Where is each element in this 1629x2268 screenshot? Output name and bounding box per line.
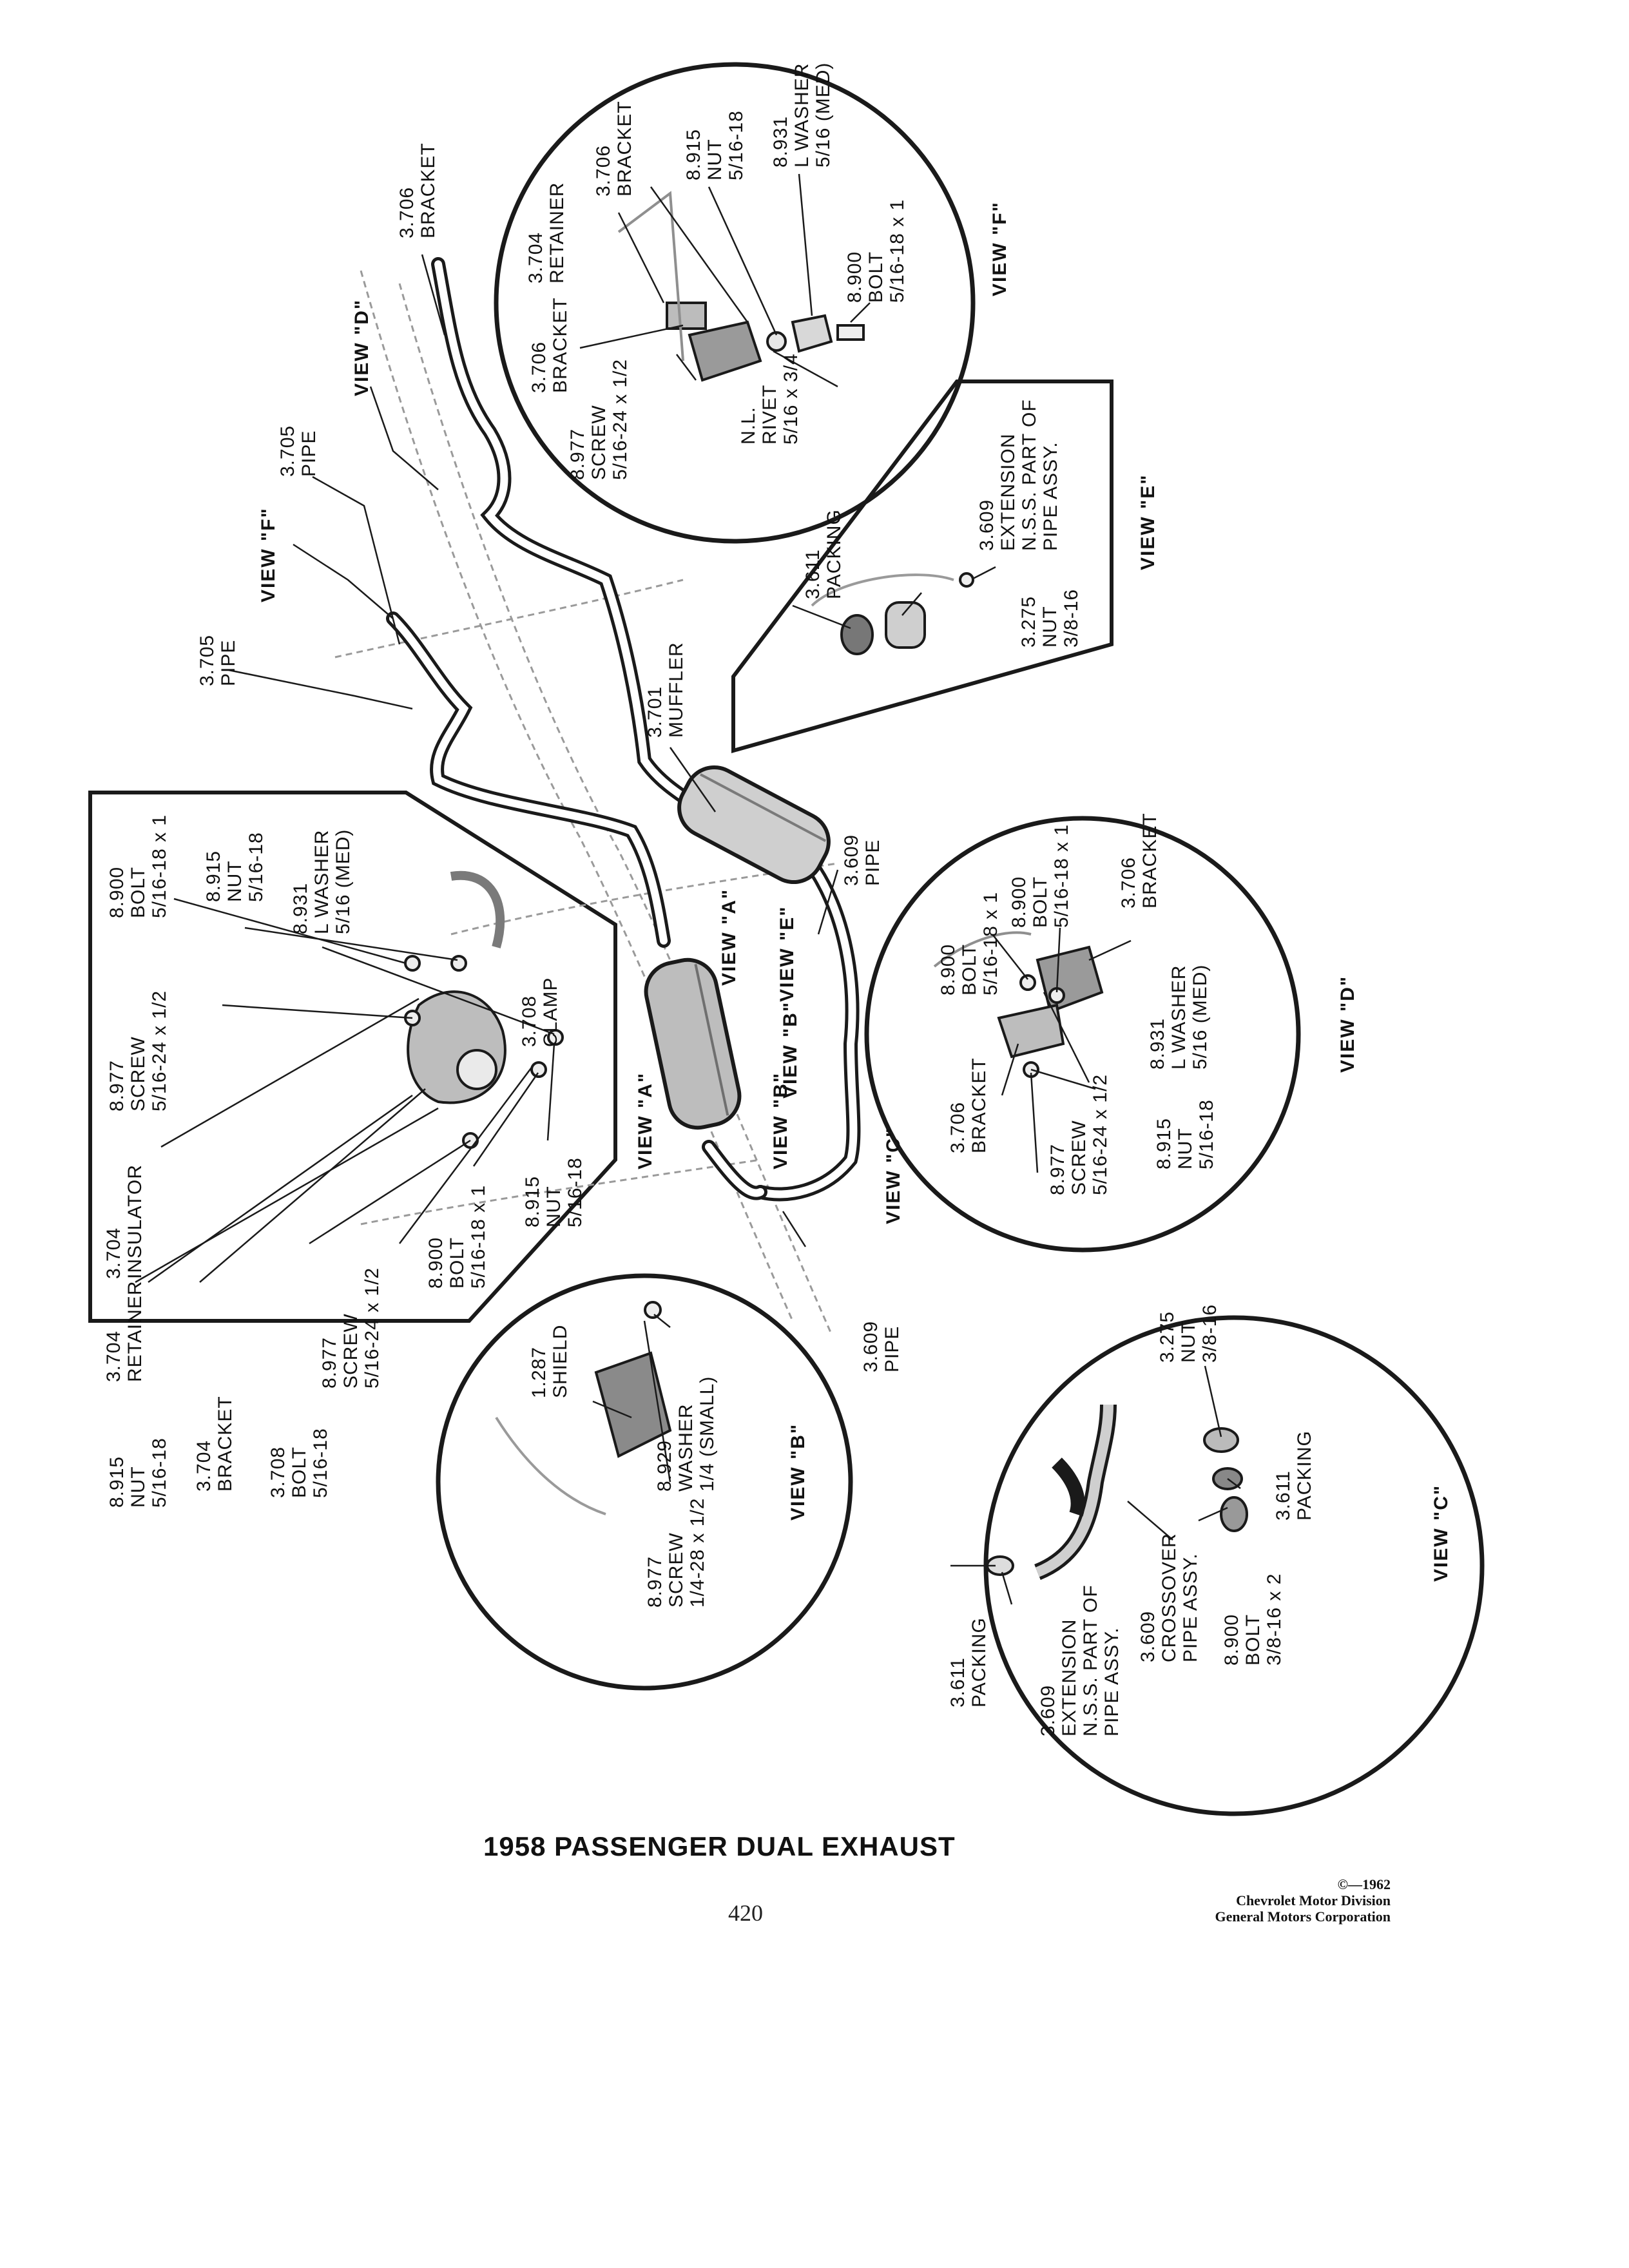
exhaust-pipes [386,257,861,1202]
view-a-callout: VIEW "A" [718,888,740,986]
view-b-label-near: VIEW "B" [770,1072,791,1169]
view-b-title: VIEW "B" [787,1423,809,1521]
view-b-circle [436,1273,853,1691]
muffler-upper [677,765,831,885]
view-a-title: VIEW "A" [635,1072,656,1169]
view-e-callout: VIEW "E" [776,905,798,1002]
view-d-callout: VIEW "D" [351,298,372,396]
view-f-callout: VIEW "F" [258,507,279,602]
view-a-frame [88,791,617,1323]
view-e-frame [731,380,1113,753]
view-c-title: VIEW "C" [1431,1484,1452,1582]
view-f-circle [494,62,976,544]
page-number: 420 [728,1900,763,1926]
page-title: 1958 PASSENGER DUAL EXHAUST [483,1831,956,1861]
view-f-title: VIEW "F" [989,201,1010,296]
view-d-circle [864,816,1301,1253]
copyright-line: ©—1962 [1337,1876,1391,1892]
view-d-title: VIEW "D" [1337,975,1358,1073]
muffler-lower [644,957,742,1130]
view-e-title: VIEW "E" [1137,474,1159,570]
copyright-line: General Motors Corporation [1215,1908,1391,1925]
copyright-block: ©—1962 Chevrolet Motor Division General … [1215,1876,1391,1925]
view-c-callout: VIEW "C" [883,1126,904,1224]
copyright-line: Chevrolet Motor Division [1236,1892,1391,1908]
